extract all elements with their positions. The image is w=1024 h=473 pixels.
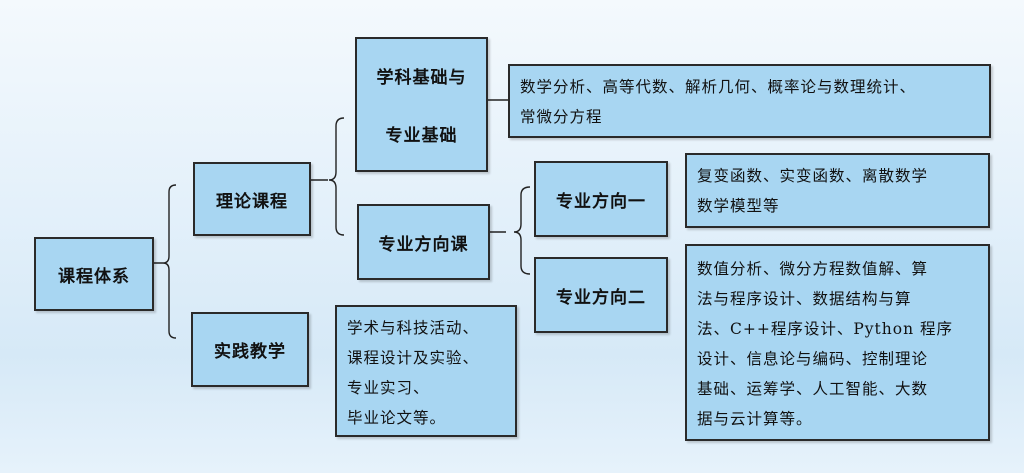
node-direction-courses: 专业方向课: [357, 204, 490, 280]
node-course-system: 课程体系: [34, 237, 154, 311]
connector-direction-branches: [490, 186, 531, 275]
desc-practice-teaching: 学术与科技活动、 课程设计及实验、 专业实习、 毕业论文等。: [335, 305, 517, 437]
node-direction-two-label: 专业方向二: [556, 287, 646, 308]
node-course-system-label: 课程体系: [58, 266, 130, 287]
node-practice-teaching: 实践教学: [191, 312, 309, 387]
connector-theory-branches: [310, 117, 345, 236]
node-practice-teaching-label: 实践教学: [214, 342, 286, 362]
node-direction-one: 专业方向一: [534, 161, 668, 237]
node-discipline-basics-line2: 专业基础: [385, 126, 458, 146]
desc-discipline-basics: 数学分析、高等代数、解析几何、概率论与数理统计、 常微分方程: [508, 64, 991, 138]
node-direction-courses-label: 专业方向课: [378, 234, 469, 255]
node-theory-courses: 理论课程: [193, 162, 311, 236]
desc-direction-two: 数值分析、微分方程数值解、算 法与程序设计、数据结构与算 法、C++程序设计、P…: [685, 244, 990, 441]
node-theory-courses-label: 理论课程: [216, 191, 288, 212]
node-direction-one-label: 专业方向一: [556, 191, 646, 212]
node-discipline-basics: 学科基础与 专业基础: [355, 37, 488, 172]
connector-root-branches: [154, 184, 177, 339]
node-discipline-basics-line1: 学科基础与: [376, 68, 467, 88]
node-direction-two: 专业方向二: [534, 257, 668, 333]
desc-direction-one: 复变函数、实变函数、离散数学 数学模型等: [685, 153, 990, 228]
